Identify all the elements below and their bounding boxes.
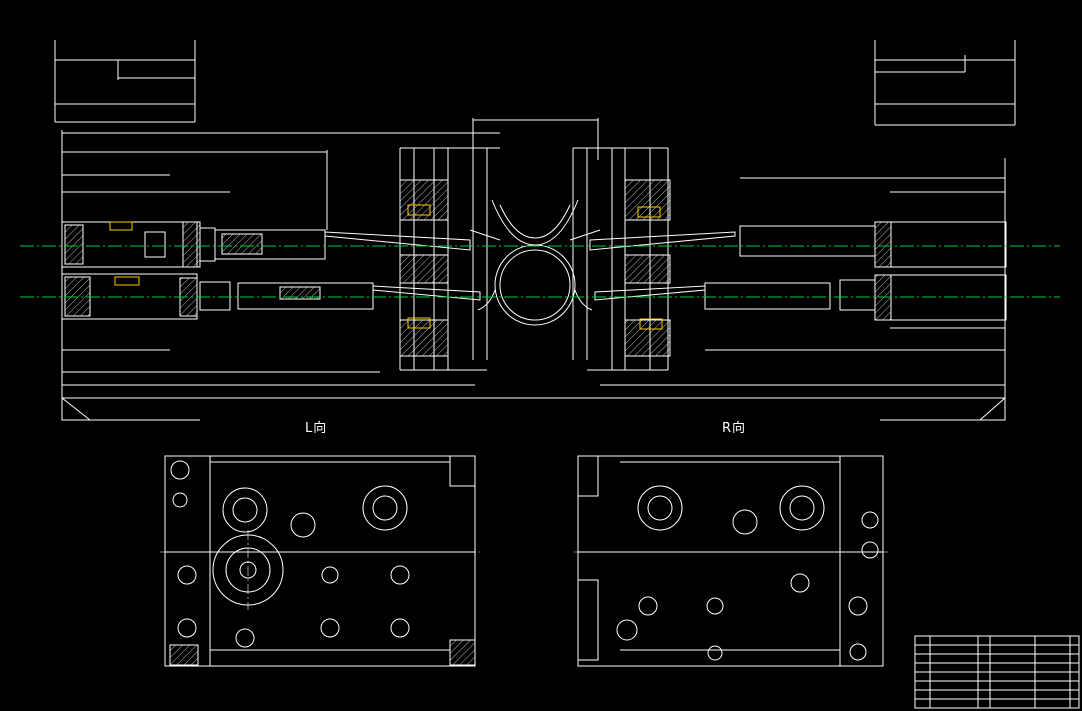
- top-left-dimension-block: [54, 40, 196, 123]
- view-label-right: R向: [722, 421, 747, 436]
- right-housing-wall: [572, 148, 671, 371]
- right-upper-spindle: [589, 221, 1007, 268]
- left-upper-spindle: [61, 221, 471, 268]
- left-housing-plan-view: [164, 455, 476, 667]
- plan-centerlines: [160, 530, 888, 610]
- dimension-lines-top: [61, 118, 1006, 400]
- dimension-lines-bottom: [61, 327, 1006, 421]
- top-right-dimension-block: [874, 40, 1016, 126]
- left-housing-wall: [399, 148, 488, 371]
- central-workpiece: [469, 199, 601, 326]
- view-label-left: L向: [305, 421, 328, 436]
- title-block: [914, 635, 1080, 709]
- spindle-centerlines: [20, 245, 1060, 298]
- right-housing-plan-view: [577, 455, 884, 667]
